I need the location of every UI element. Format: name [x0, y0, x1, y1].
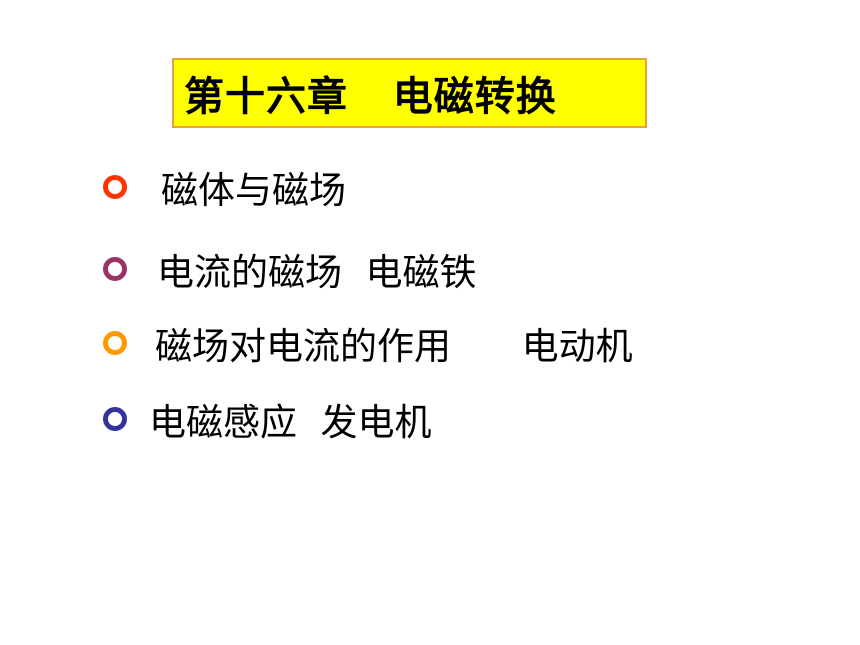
ring-bullet-icon: [103, 257, 127, 281]
bullet-text: 电流的磁场 电磁铁: [157, 251, 477, 294]
title-box: 第十六章 电磁转换: [172, 58, 647, 128]
bullet-item-4: 电磁感应 发电机: [103, 392, 432, 446]
ring-bullet-icon: [103, 331, 127, 355]
slide-title: 第十六章 电磁转换: [184, 74, 557, 120]
ring-bullet-icon: [103, 175, 127, 199]
bullet-text: 电磁感应 发电机: [149, 401, 432, 444]
bullet-text: 磁场对电流的作用 电动机: [155, 325, 633, 368]
bullet-item-1: 磁体与磁场: [103, 160, 346, 214]
ring-bullet-icon: [103, 407, 127, 431]
bullet-text: 磁体与磁场: [161, 169, 346, 212]
bullet-item-3: 磁场对电流的作用 电动机: [103, 316, 633, 370]
bullet-item-2: 电流的磁场 电磁铁: [103, 242, 477, 296]
